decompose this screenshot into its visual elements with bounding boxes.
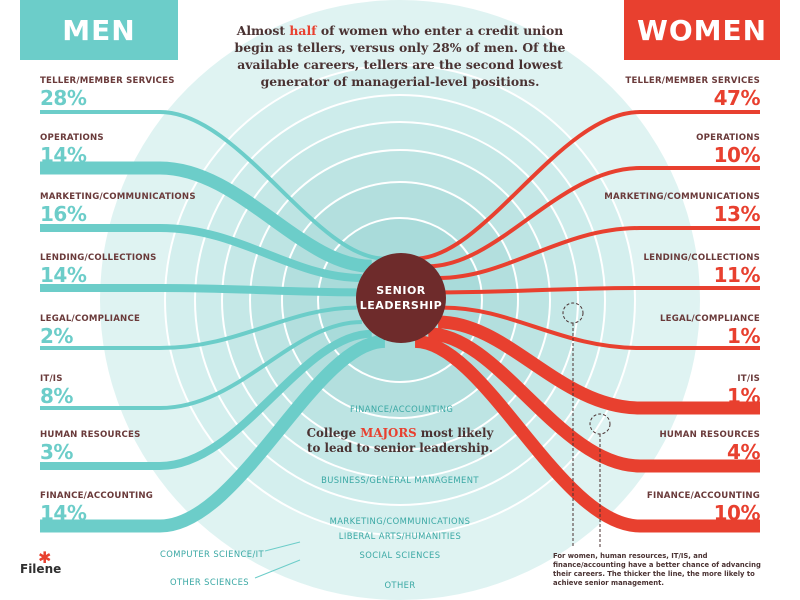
men-label-hr: HUMAN RESOURCES <box>40 430 141 440</box>
women-header: WOMEN <box>624 0 780 60</box>
women-label-operations: OPERATIONS <box>696 133 760 143</box>
major-liberal-arts: LIBERAL ARTS/HUMANITIES <box>338 531 462 541</box>
majors-highlight: MAJORS <box>360 426 417 440</box>
women-line-teller-member-services <box>415 110 760 261</box>
career-lines <box>40 110 760 533</box>
men-line-legal-compliance <box>40 305 357 350</box>
men-header: MEN <box>20 0 178 60</box>
headline: Almost half of women who enter a credit … <box>232 22 568 90</box>
men-line-teller-member-services <box>40 110 385 261</box>
women-value-finance: 10% <box>713 501 761 525</box>
major-business: BUSINESS/GENERAL MANAGEMENT <box>321 475 479 485</box>
women-label-lending: LENDING/COLLECTIONS <box>643 253 760 263</box>
women-label-teller: TELLER/MEMBER SERVICES <box>625 76 760 86</box>
men-value-teller: 28% <box>40 86 87 110</box>
women-value-hr: 4% <box>727 440 760 464</box>
headline-text-1: Almost <box>236 23 290 38</box>
men-label-lending: LENDING/COLLECTIONS <box>40 253 157 263</box>
asterisk-icon: ✱ <box>38 548 52 567</box>
women-label-legal: LEGAL/COMPLIANCE <box>659 314 760 324</box>
hub-line-2: LEADERSHIP <box>359 299 443 312</box>
major-social-sciences: SOCIAL SCIENCES <box>359 550 441 560</box>
women-line-lending-collections <box>443 286 760 295</box>
footnote: For women, human resources, IT/IS, and f… <box>553 552 761 587</box>
filene-logo: Filene <box>20 562 62 576</box>
men-line-lending-collections <box>40 284 357 297</box>
men-label-finance: FINANCE/ACCOUNTING <box>40 491 154 501</box>
majors-title-1: College <box>306 426 361 440</box>
women-line-finance-accounting <box>414 334 760 533</box>
women-line-operations <box>428 166 760 269</box>
women-label-hr: HUMAN RESOURCES <box>659 430 760 440</box>
women-value-operations: 10% <box>713 143 761 167</box>
major-finance: FINANCE/ACCOUNTING <box>350 404 454 414</box>
headline-text-2: of women who enter a credit union begin … <box>234 23 566 89</box>
women-value-legal: 1% <box>727 324 760 348</box>
women-label-itis: IT/IS <box>737 374 760 384</box>
men-value-marketing: 16% <box>40 202 87 226</box>
women-line-it-is <box>437 315 760 415</box>
women-value-teller: 47% <box>713 86 761 110</box>
women-line-legal-compliance <box>443 305 760 350</box>
men-label-itis: IT/IS <box>40 374 63 384</box>
women-value-lending: 11% <box>713 263 761 287</box>
senior-leadership-hub: SENIOR LEADERSHIP <box>356 253 446 343</box>
pointer-other-sciences <box>254 559 301 579</box>
men-value-hr: 3% <box>40 440 73 464</box>
men-label-legal: LEGAL/COMPLIANCE <box>40 314 141 324</box>
women-label-marketing: MARKETING/COMMUNICATIONS <box>604 192 760 202</box>
hub-line-1: SENIOR <box>376 284 426 297</box>
women-value-itis: 1% <box>727 384 760 408</box>
footnote-marks <box>254 302 611 579</box>
men-line-finance-accounting <box>40 334 386 533</box>
major-marketing: MARKETING/COMMUNICATIONS <box>329 516 471 526</box>
men-line-human-resources <box>40 329 372 470</box>
men-value-itis: 8% <box>40 384 73 408</box>
men-label-operations: OPERATIONS <box>40 133 104 143</box>
men-label-marketing: MARKETING/COMMUNICATIONS <box>40 192 196 202</box>
men-value-legal: 2% <box>40 324 73 348</box>
men-line-it-is <box>40 320 362 410</box>
women-line-human-resources <box>427 327 760 473</box>
pointer-computer-science <box>264 541 301 552</box>
women-line-marketing-communications <box>438 226 760 280</box>
major-computer-science: COMPUTER SCIENCE/IT <box>160 549 265 559</box>
majors-title-2: most likely to lead to senior leadership… <box>307 426 494 455</box>
majors-title: College MAJORS most likely to lead to se… <box>300 426 500 456</box>
women-value-marketing: 13% <box>713 202 761 226</box>
men-value-lending: 14% <box>40 263 87 287</box>
major-other: OTHER <box>384 580 416 590</box>
major-other-sciences: OTHER SCIENCES <box>170 577 250 587</box>
men-value-operations: 14% <box>40 143 87 167</box>
men-line-operations <box>40 161 373 273</box>
men-value-finance: 14% <box>40 501 87 525</box>
men-line-marketing-communications <box>40 224 362 282</box>
headline-highlight: half <box>289 23 317 38</box>
men-label-teller: TELLER/MEMBER SERVICES <box>40 76 175 86</box>
women-label-finance: FINANCE/ACCOUNTING <box>646 491 760 501</box>
